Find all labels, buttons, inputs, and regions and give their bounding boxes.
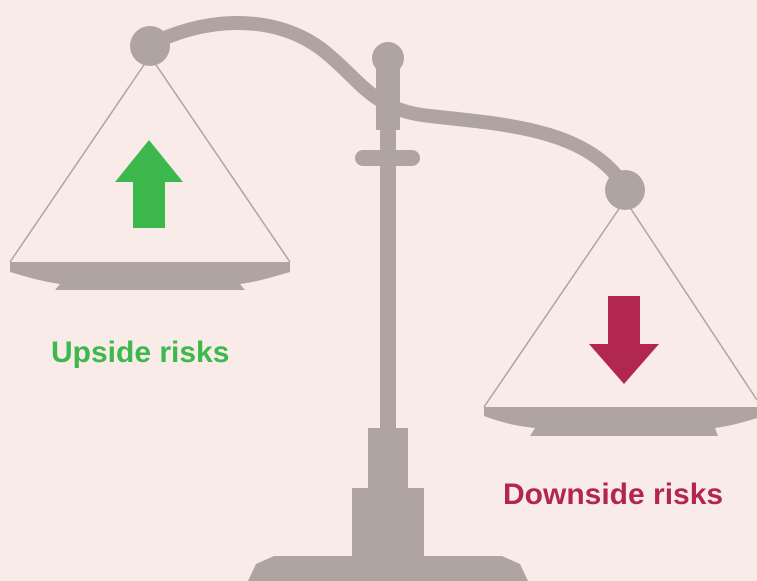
- scale-base: [248, 42, 528, 581]
- upside-risks-label: Upside risks: [51, 336, 230, 369]
- scale-beam: [141, 16, 632, 195]
- downside-risks-label: Downside risks: [503, 478, 724, 511]
- arrow-down-icon: [589, 296, 659, 384]
- left-pan: [9, 26, 291, 290]
- right-pan: [483, 170, 757, 436]
- arrow-up-icon: [115, 140, 183, 228]
